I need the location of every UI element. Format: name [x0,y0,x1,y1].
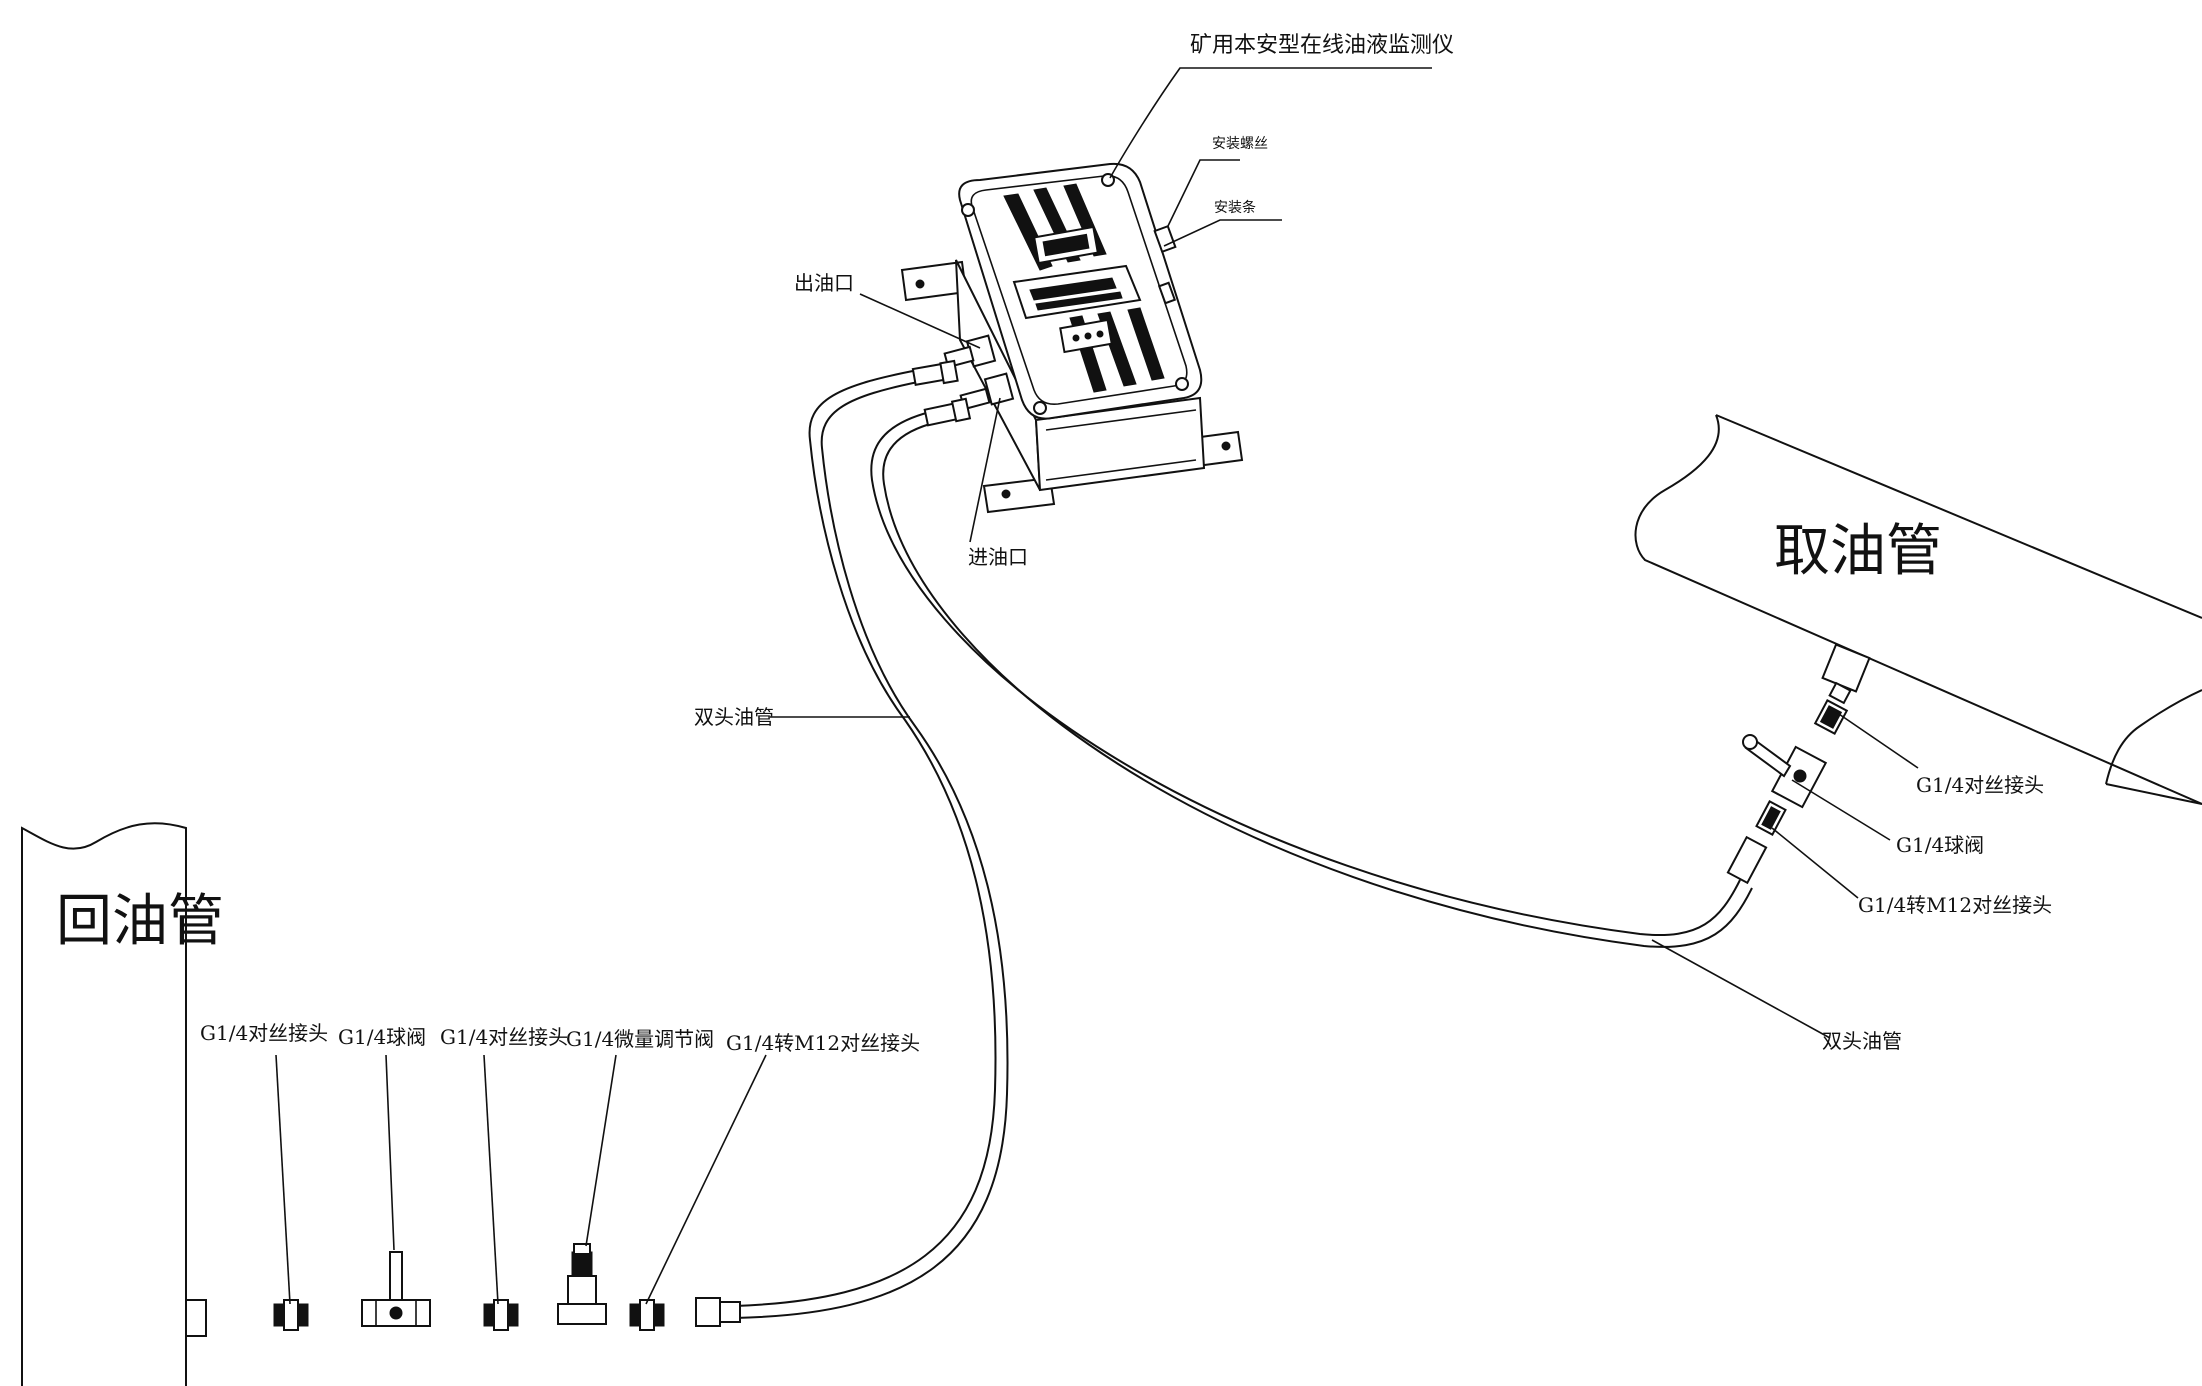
monitor-label: 矿用本安型在线油液监测仪 [1190,33,1454,58]
left-micro-valve-label: G1/4微量调节阀 [566,1027,714,1051]
intake-pipe: 取油管 [1634,414,2202,805]
text-labels: 矿用本安型在线油液监测仪 安装螺丝 安装条 出油口 进油口 双头油管 双头油管 … [200,33,2052,1055]
right-adapter-label: G1/4转M12对丝接头 [1858,893,2052,917]
left-coupler-2-label: G1/4对丝接头 [440,1025,568,1049]
left-fittings [273,1243,741,1331]
return-pipe-label: 回油管 [56,889,224,954]
oil-outlet-label: 出油口 [794,271,854,295]
intake-pipe-label: 取油管 [1774,519,1942,584]
right-coupler-label: G1/4对丝接头 [1916,773,2044,797]
right-fittings [1726,681,1852,885]
hose-left-label: 双头油管 [694,705,774,729]
right-ball-valve-label: G1/4球阀 [1896,833,1984,857]
hose-right [870,397,1753,948]
mount-bar-label: 安装条 [1214,199,1256,216]
return-pipe: 回油管 [21,822,224,1386]
leader-lines [275,67,1919,1305]
mount-screw-label: 安装螺丝 [1212,136,1268,152]
hose-left [734,359,1009,1319]
left-coupler-1-label: G1/4对丝接头 [200,1021,328,1045]
hose-right-label: 双头油管 [1822,1029,1902,1053]
oil-monitor-device [900,162,1244,514]
left-ball-valve-label: G1/4球阀 [338,1025,426,1049]
oil-inlet-label: 进油口 [968,545,1028,569]
left-adapter-label: G1/4转M12对丝接头 [726,1031,920,1055]
